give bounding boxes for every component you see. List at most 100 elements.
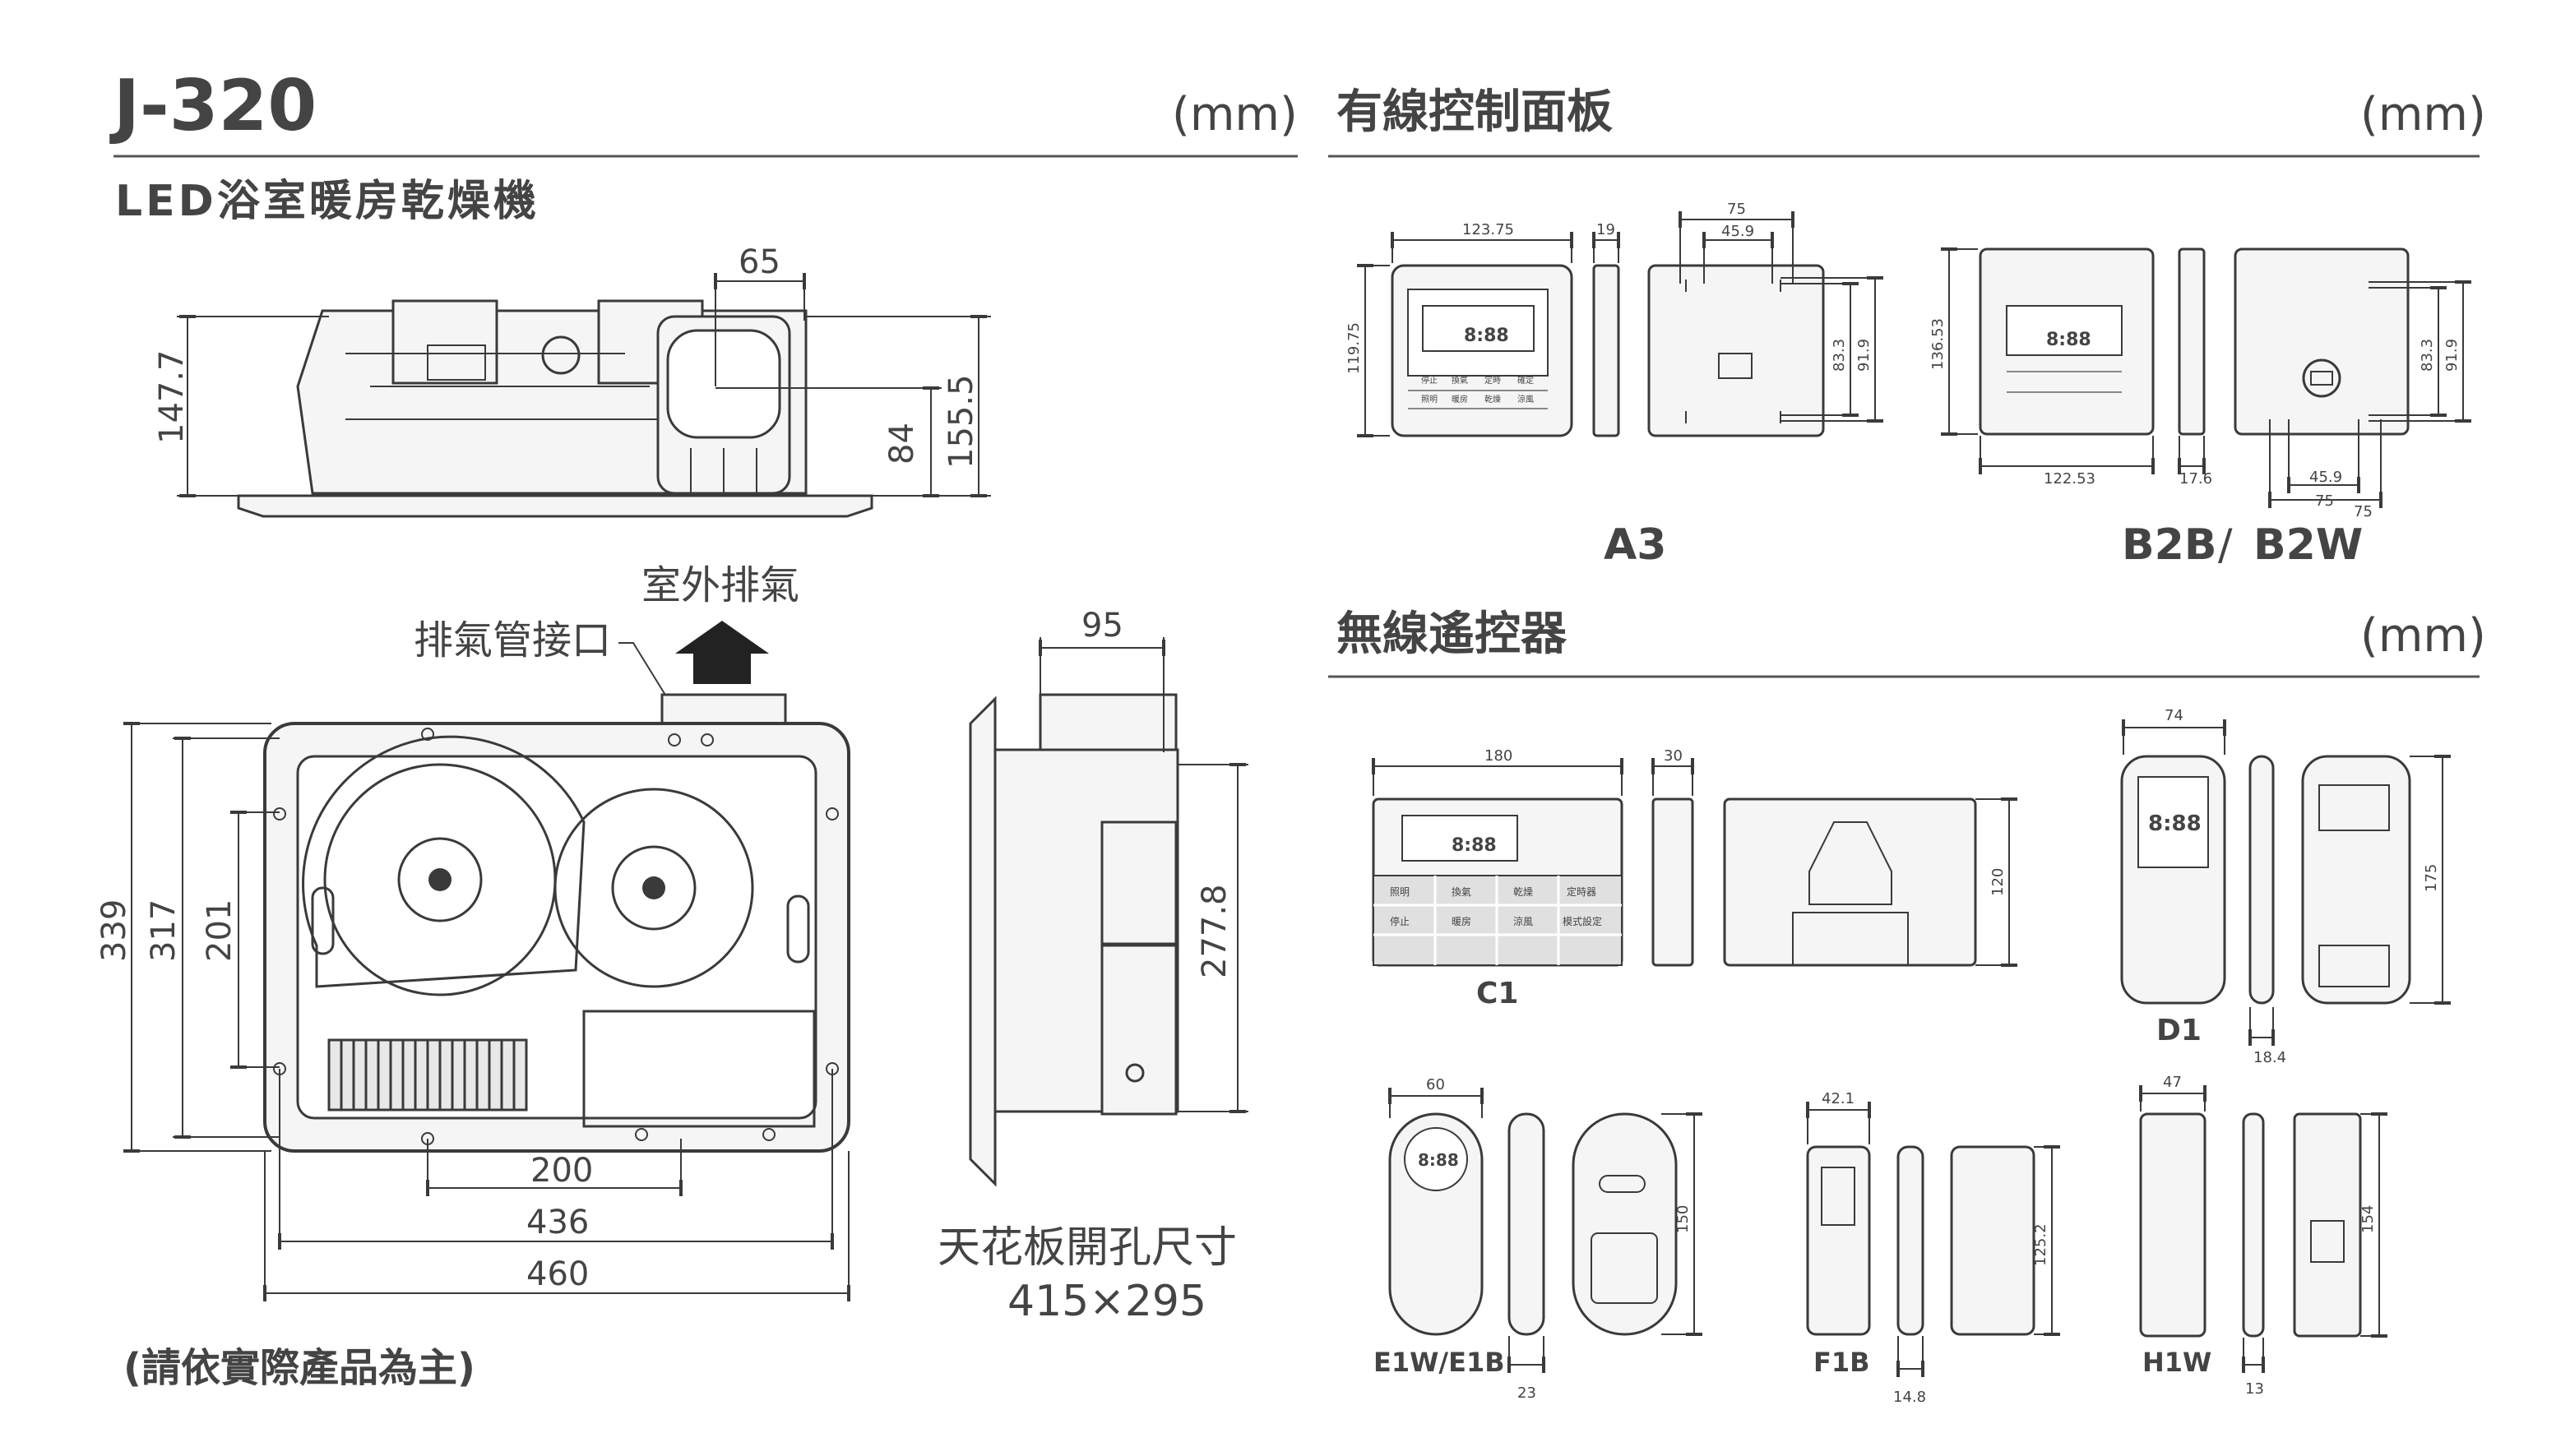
wired-unit: (mm) <box>2360 88 2486 141</box>
b2b-dimensions <box>1941 247 2471 508</box>
a3-side-back-drawing <box>1592 264 1825 437</box>
a3-key: 確定 <box>1517 375 1534 386</box>
dim-outlet-center: 84 <box>883 423 921 465</box>
d1-name: D1 <box>2156 1014 2202 1047</box>
a3-key: 涼風 <box>1517 394 1534 404</box>
f1-dimensions <box>1806 1102 2060 1377</box>
dim-outlet-width: 65 <box>739 243 780 281</box>
duct-port-leader <box>618 642 671 704</box>
dim-200: 200 <box>530 1152 593 1190</box>
a3-key: 換氣 <box>1452 375 1468 386</box>
dim-201: 201 <box>201 899 238 962</box>
c1-keys: 照明 換氣 乾燥 定時器 停止 暖房 涼風 模式設定 <box>1390 885 1602 927</box>
c1-key: 暖房 <box>1452 915 1471 927</box>
a3-dim: 75 <box>1727 201 1746 218</box>
a3-key: 乾燥 <box>1484 394 1501 404</box>
d1-display: 8:88 <box>2148 811 2202 836</box>
c1-key: 定時器 <box>1567 885 1596 898</box>
footnote: (請依實際產品為主) <box>123 1345 475 1391</box>
f1-dim: 125.2 <box>2032 1223 2049 1266</box>
a3-name: A3 <box>1604 520 1666 570</box>
c1-display: 8:88 <box>1452 835 1497 856</box>
top-view-dimensions <box>123 722 850 1301</box>
c1-dim: 180 <box>1484 747 1512 765</box>
a3-key: 暖房 <box>1452 394 1468 404</box>
e1-dim: 60 <box>1426 1076 1445 1093</box>
b2b-dim: 122.53 <box>2044 470 2095 488</box>
c1-dim: 120 <box>1989 868 2007 896</box>
c1-drawing <box>1372 797 1977 967</box>
a3-dim: 91.9 <box>1855 339 1873 372</box>
dim-460: 460 <box>526 1255 589 1293</box>
b2b-dim: 75 <box>2354 503 2373 520</box>
a3-dim: 119.75 <box>1345 322 1363 374</box>
d1-dim: 18.4 <box>2253 1049 2286 1066</box>
exhaust-arrow-icon <box>675 621 769 684</box>
b2w-name: B2W <box>2253 520 2363 570</box>
wireless-remote-section: 無線遙控器 (mm) 8:88 照明 換氣 乾燥 定時器 停止 暖房 涼風 模式… <box>1328 608 2486 1406</box>
h1-dimensions <box>2139 1085 2387 1373</box>
c1-key: 乾燥 <box>1513 886 1533 898</box>
ceiling-opening-label: 天花板開孔尺寸 <box>938 1223 1237 1273</box>
wired-heading: 有線控制面板 <box>1336 86 1613 139</box>
dim-339: 339 <box>95 899 133 962</box>
a3-keys: 停止 換氣 定時 確定 照明 暖房 乾燥 涼風 <box>1421 375 1534 404</box>
dim-total-height: 147.7 <box>153 349 191 444</box>
duct-port-label: 排氣管接口 <box>414 617 611 663</box>
f1-name: F1B <box>1813 1347 1870 1378</box>
d1-dim: 74 <box>2165 707 2183 724</box>
b2b-dim: 83.3 <box>2419 339 2436 372</box>
e1-dim: 150 <box>1674 1205 1692 1233</box>
dim-436: 436 <box>526 1204 589 1241</box>
h1-drawing <box>2139 1112 2362 1338</box>
a3-key: 停止 <box>1421 375 1438 386</box>
a3-front-drawing <box>1391 264 1573 437</box>
a3-dim: 45.9 <box>1721 223 1754 240</box>
top-view-drawing <box>263 693 850 1153</box>
e1-dimensions <box>1388 1088 1702 1373</box>
c1-key: 模式設定 <box>1563 915 1602 927</box>
b2b-name: B2B <box>2122 520 2216 570</box>
wireless-heading: 無線遙控器 <box>1336 608 1567 661</box>
b2b-dim: 17.6 <box>2179 470 2212 488</box>
dim-95: 95 <box>1081 607 1123 645</box>
c1-key: 換氣 <box>1452 886 1471 898</box>
d1-drawing <box>2120 755 2411 1005</box>
wireless-unit: (mm) <box>2360 609 2486 663</box>
j320-section: J-320 (mm) LED浴室暖房乾燥機 <box>95 65 1298 1391</box>
f1-dim: 42.1 <box>1822 1090 1855 1107</box>
ceiling-opening-size: 415×295 <box>1007 1277 1206 1326</box>
a3-display: 8:88 <box>1464 326 1509 346</box>
c1-key: 涼風 <box>1513 915 1533 927</box>
a3-dim: 123.75 <box>1462 221 1514 238</box>
exhaust-out-label: 室外排氣 <box>641 562 799 608</box>
c1-name: C1 <box>1476 977 1518 1010</box>
h1-name: H1W <box>2142 1347 2211 1378</box>
c1-dim: 30 <box>1664 747 1683 765</box>
model-title: J-320 <box>109 65 317 147</box>
h1-dim: 154 <box>2359 1205 2377 1233</box>
b2b-dim: 75 <box>2315 492 2334 510</box>
e1-name: E1W/E1B <box>1373 1347 1505 1378</box>
e1-display: 8:88 <box>1418 1150 1459 1170</box>
dim-body-height: 155.5 <box>942 374 980 469</box>
c1-key: 停止 <box>1390 915 1410 927</box>
unit-label: (mm) <box>1172 88 1298 141</box>
b2b-dim: 45.9 <box>2309 469 2342 486</box>
a3-dim: 19 <box>1596 221 1615 238</box>
dim-277-8: 277.8 <box>1196 884 1234 978</box>
f1-drawing <box>1806 1145 2035 1336</box>
b2b-separator: / <box>2218 520 2233 570</box>
profile-view-drawing <box>969 693 1179 1187</box>
f1-dim: 14.8 <box>1893 1389 1926 1406</box>
b2b-dim: 91.9 <box>2443 339 2461 372</box>
b2b-side-back-drawing <box>2178 247 2410 436</box>
a3-key: 照明 <box>1421 395 1438 404</box>
c1-key: 照明 <box>1390 886 1410 898</box>
h1-dim: 13 <box>2245 1380 2264 1398</box>
b2b-display: 8:88 <box>2046 330 2091 350</box>
side-view-drawing <box>237 299 873 518</box>
dim-317: 317 <box>145 899 183 962</box>
c1-dimensions <box>1372 758 2017 967</box>
